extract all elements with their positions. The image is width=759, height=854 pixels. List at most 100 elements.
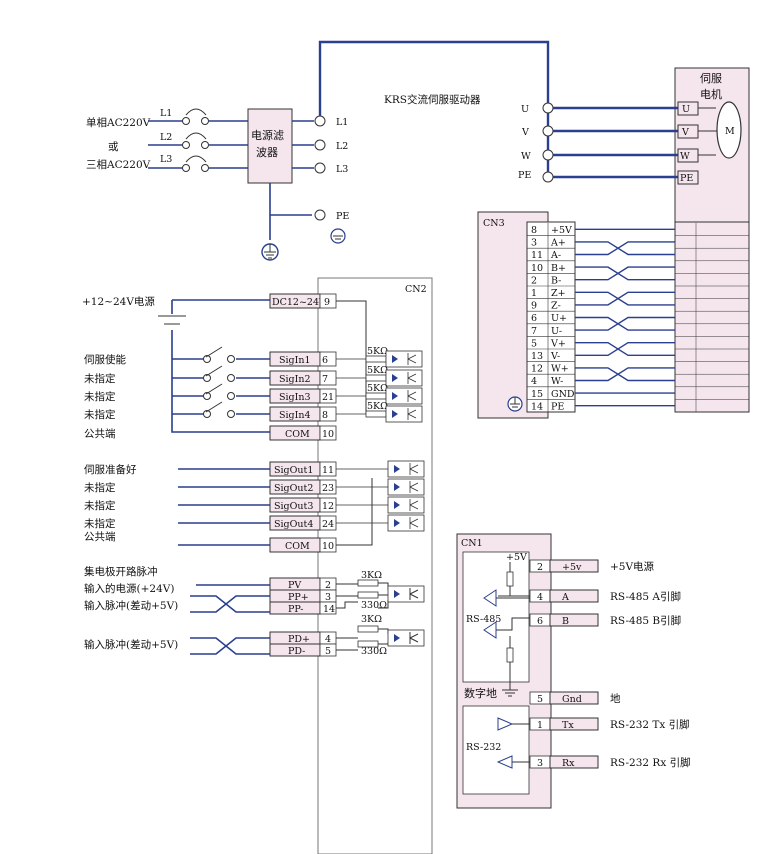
cn1-signal: A bbox=[561, 592, 569, 603]
output-optocoupler bbox=[387, 460, 425, 478]
cn3-signal: GND bbox=[551, 389, 575, 400]
in-com-desc: 公共端 bbox=[84, 427, 116, 440]
motor-m-label: M bbox=[725, 126, 735, 137]
cn3-label: CN3 bbox=[483, 218, 505, 229]
output-optocoupler bbox=[387, 496, 425, 514]
cn3-pin: 15 bbox=[531, 389, 543, 400]
rs232-label: RS-232 bbox=[466, 742, 501, 753]
ground-icon bbox=[261, 243, 279, 261]
motor-w-label: W bbox=[521, 151, 531, 162]
input-signal: SigIn2 bbox=[279, 374, 311, 385]
motor-section: 伺服 电机 M U V W PE U V W PE bbox=[518, 67, 750, 413]
drv-l1-label: L1 bbox=[336, 117, 348, 128]
motor-pe-label: PE bbox=[518, 170, 531, 181]
motor-title-2: 电机 bbox=[700, 87, 722, 101]
output-signal: SigOut3 bbox=[274, 501, 313, 512]
cn1-desc: RS-232 Tx 引脚 bbox=[610, 718, 690, 731]
l3-in-label: L3 bbox=[160, 154, 172, 165]
pulse-desc-2: 输入的电源(+24V) bbox=[84, 582, 174, 595]
cn1-pin: 5 bbox=[537, 694, 543, 705]
cn3-signal: U+ bbox=[551, 313, 567, 324]
input-signal: SigIn3 bbox=[279, 392, 311, 403]
cn3-pin: 9 bbox=[531, 301, 537, 312]
digital-gnd-label: 数字地 bbox=[464, 686, 497, 700]
power-section: 单相AC220V 或 三相AC220V L1 L2 L3 电源滤 波器 bbox=[86, 108, 349, 261]
cn1-pin: 6 bbox=[537, 616, 543, 627]
cn3-pin: 6 bbox=[531, 313, 537, 324]
power-filter bbox=[247, 108, 293, 184]
box-u-label: U bbox=[682, 104, 690, 115]
pd-plus-pin: 4 bbox=[325, 634, 331, 645]
input-optocoupler bbox=[385, 369, 423, 387]
cn1-desc: RS-485 A引脚 bbox=[610, 590, 681, 603]
input-optocoupler bbox=[385, 387, 423, 405]
pd-plus-label: PD+ bbox=[288, 634, 310, 645]
cn3-signal: W- bbox=[551, 376, 563, 387]
drv-pe-label: PE bbox=[336, 211, 349, 222]
or-label: 或 bbox=[108, 141, 119, 153]
cn3-pin: 2 bbox=[531, 275, 537, 286]
rs485-label: RS-485 bbox=[466, 614, 501, 625]
cn3-signal: Z+ bbox=[551, 288, 566, 299]
cn3-pin: 12 bbox=[531, 364, 543, 375]
cn3-signal: A- bbox=[550, 250, 561, 261]
box-w-label: W bbox=[680, 151, 690, 162]
cn3-signal: Z- bbox=[551, 301, 561, 312]
cn3-pin: 3 bbox=[531, 238, 537, 249]
input-pin: 21 bbox=[322, 392, 334, 403]
three-phase-label: 三相AC220V bbox=[86, 158, 151, 171]
cn3-signal: V- bbox=[550, 351, 560, 362]
res-3k-1: 3KΩ bbox=[361, 570, 382, 581]
cn3-pin: 1 bbox=[531, 288, 537, 299]
cn1-signal: B bbox=[562, 616, 569, 627]
box-v-label: V bbox=[681, 127, 689, 138]
cn3-pin: 4 bbox=[531, 376, 537, 387]
input-desc: 未指定 bbox=[84, 390, 116, 403]
cn1-pin: 4 bbox=[537, 592, 543, 603]
input-optocoupler bbox=[385, 405, 423, 423]
cn3-signal: U- bbox=[551, 326, 562, 337]
cn3-pin: 7 bbox=[531, 326, 537, 337]
cn1-signal: Gnd bbox=[562, 694, 582, 705]
input-desc: 未指定 bbox=[84, 372, 116, 385]
cn1-5v-label: +5V bbox=[506, 552, 527, 563]
cn3-pin: 10 bbox=[531, 263, 543, 274]
output-signal: SigOut4 bbox=[274, 519, 313, 530]
motor-u-label: U bbox=[521, 104, 529, 115]
out-com-desc: 公共端 bbox=[84, 530, 116, 543]
cn1-pin: 1 bbox=[537, 720, 543, 731]
drv-l3-label: L3 bbox=[336, 164, 348, 175]
cn3-pin: 13 bbox=[531, 351, 543, 362]
input-pin: 7 bbox=[322, 374, 328, 385]
out-com-pin: 10 bbox=[322, 541, 334, 552]
drv-l2-label: L2 bbox=[336, 141, 348, 152]
output-optocoupler bbox=[387, 514, 425, 532]
filter-label-1: 电源滤 bbox=[251, 128, 284, 142]
input-desc: 未指定 bbox=[84, 408, 116, 421]
pp-plus-pin: 3 bbox=[325, 592, 331, 603]
cn3-ground-icon bbox=[507, 396, 523, 412]
input-resistor-label: 5KΩ bbox=[367, 346, 388, 357]
pp-minus-label: PP- bbox=[288, 604, 303, 615]
cn3-pin: 14 bbox=[531, 401, 543, 412]
input-pin: 6 bbox=[322, 355, 328, 366]
output-pin: 11 bbox=[322, 465, 334, 476]
output-desc: 未指定 bbox=[84, 481, 116, 494]
output-pin: 23 bbox=[322, 483, 334, 494]
pe-ground-icon bbox=[330, 228, 346, 244]
output-desc: 伺服准备好 bbox=[84, 463, 137, 476]
cn1-pin: 3 bbox=[537, 758, 543, 769]
cn3-pin: 5 bbox=[531, 338, 537, 349]
rs485-block bbox=[462, 551, 530, 683]
dc-pin: 9 bbox=[324, 297, 330, 308]
cn1-desc: +5V电源 bbox=[610, 560, 655, 573]
input-resistor-label: 5KΩ bbox=[367, 365, 388, 376]
output-pin: 24 bbox=[322, 519, 334, 530]
l1-in-label: L1 bbox=[160, 108, 172, 119]
cn3-pin: 11 bbox=[531, 250, 543, 261]
in-com-label: COM bbox=[285, 429, 310, 440]
